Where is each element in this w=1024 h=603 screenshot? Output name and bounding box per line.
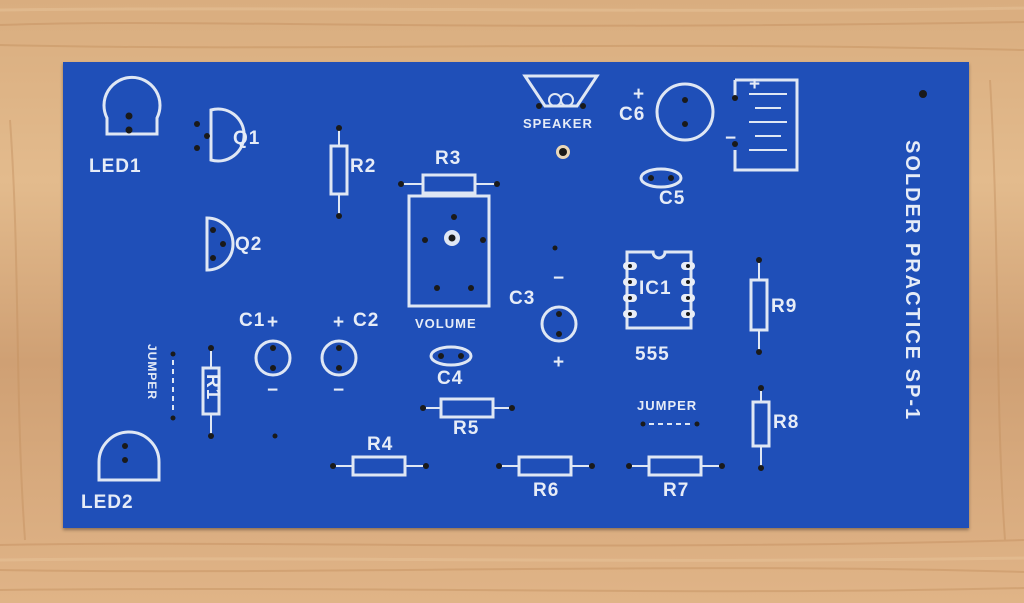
ic1-part-label: 555 (635, 344, 670, 365)
speaker-footprint (522, 74, 600, 159)
board-title: SOLDER PRACTICE SP-1 (901, 140, 923, 422)
r7-footprint (626, 455, 725, 477)
r3-label: R3 (435, 148, 462, 169)
c2-minus-sign: − (333, 380, 346, 401)
q1-label: Q1 (233, 128, 261, 149)
r1-label: R1 (202, 374, 223, 401)
r1-footprint (201, 345, 221, 439)
c3-label: C3 (509, 288, 536, 309)
speaker-label: SPEAKER (523, 116, 593, 131)
c6-plus-sign: + (633, 84, 646, 105)
c1-footprint (254, 339, 292, 377)
silkscreen-layer (97, 74, 927, 482)
r5-footprint (420, 397, 515, 419)
r2-footprint (329, 125, 349, 219)
c5-label: C5 (659, 188, 686, 209)
r2-label: R2 (350, 156, 377, 177)
c4-label: C4 (437, 368, 464, 389)
volume-label: VOLUME (415, 316, 477, 331)
r4-label: R4 (367, 434, 394, 455)
r8-footprint (751, 385, 771, 471)
r5-label: R5 (453, 418, 480, 439)
c1-plus-sign: + (267, 312, 280, 333)
c1-minus-sign: − (267, 380, 280, 401)
pcb-board: LED1 Q1 Q2 R2 R3 VOLUME SPEAKER + C6 + −… (63, 62, 969, 528)
mounting-hole (919, 90, 927, 98)
c3-footprint (540, 245, 578, 343)
q2-footprint (205, 216, 235, 272)
r6-footprint (496, 455, 595, 477)
via-hole (272, 433, 278, 439)
r3-footprint (398, 173, 500, 195)
jumper-left-label: JUMPER (145, 344, 159, 401)
c5-footprint (639, 167, 683, 189)
c6-label: C6 (619, 104, 646, 125)
led2-footprint (97, 430, 161, 482)
c2-footprint (320, 339, 358, 377)
r4-footprint (330, 455, 429, 477)
c2-plus-sign: + (333, 312, 346, 333)
battery-minus-sign: − (725, 128, 738, 149)
r8-label: R8 (773, 412, 800, 433)
battery-footprint (732, 78, 799, 172)
r7-label: R7 (663, 480, 690, 501)
jumper-left-footprint (170, 351, 176, 421)
led2-label: LED2 (81, 492, 134, 513)
led1-label: LED1 (89, 156, 142, 177)
c3-minus-sign: − (553, 268, 566, 289)
ic1-footprint (623, 250, 695, 330)
q2-label: Q2 (235, 234, 263, 255)
q1-footprint (194, 107, 246, 163)
jumper-right-footprint (640, 421, 700, 427)
c6-footprint (655, 82, 715, 142)
ic1-label: IC1 (639, 278, 672, 299)
r9-footprint (749, 257, 769, 355)
battery-plus-sign: + (749, 74, 762, 95)
c2-label: C2 (353, 310, 380, 331)
c3-plus-sign: + (553, 352, 566, 373)
led1-footprint (102, 75, 162, 136)
volume-pot-footprint (407, 194, 491, 308)
r9-label: R9 (771, 296, 798, 317)
c4-footprint (429, 345, 473, 367)
c1-label: C1 (239, 310, 266, 331)
r6-label: R6 (533, 480, 560, 501)
jumper-right-label: JUMPER (637, 398, 698, 413)
